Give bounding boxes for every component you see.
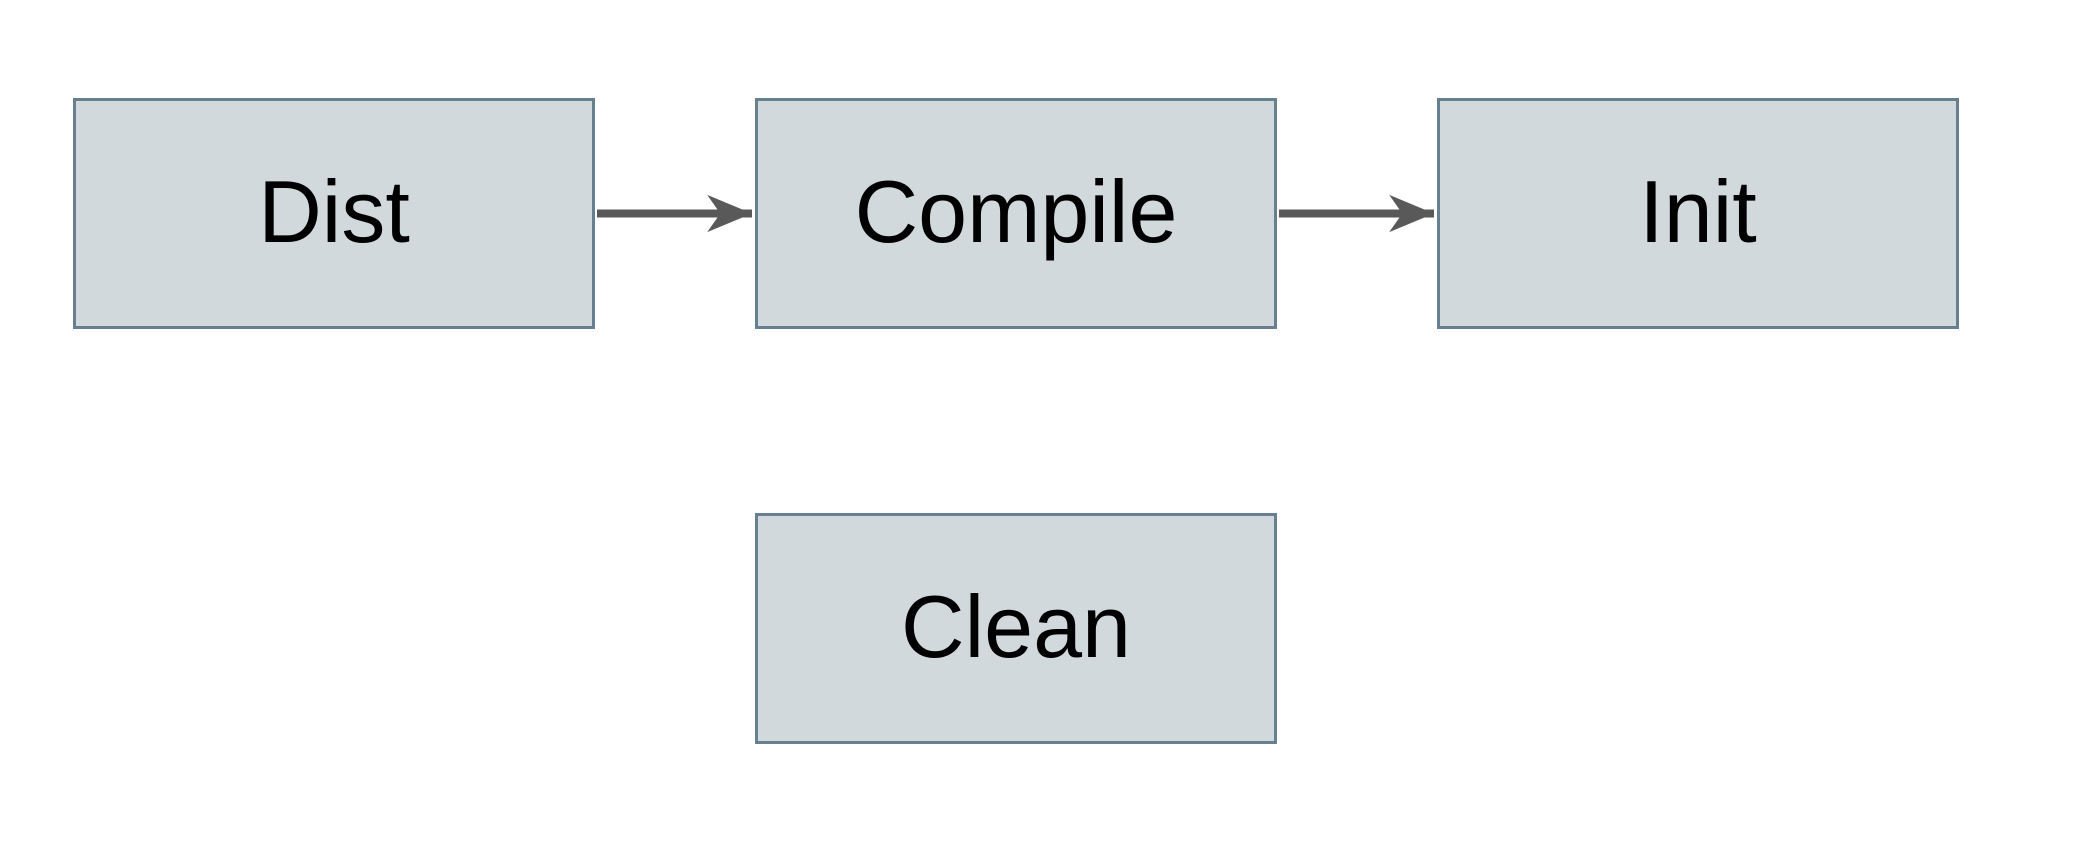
- node-dist[interactable]: Dist: [73, 98, 595, 329]
- node-clean-label: Clean: [901, 576, 1131, 676]
- node-clean[interactable]: Clean: [755, 513, 1277, 744]
- node-init-label: Init: [1639, 161, 1757, 261]
- node-compile-label: Compile: [854, 161, 1178, 261]
- node-dist-label: Dist: [258, 161, 410, 261]
- node-init[interactable]: Init: [1437, 98, 1959, 329]
- node-compile[interactable]: Compile: [755, 98, 1277, 329]
